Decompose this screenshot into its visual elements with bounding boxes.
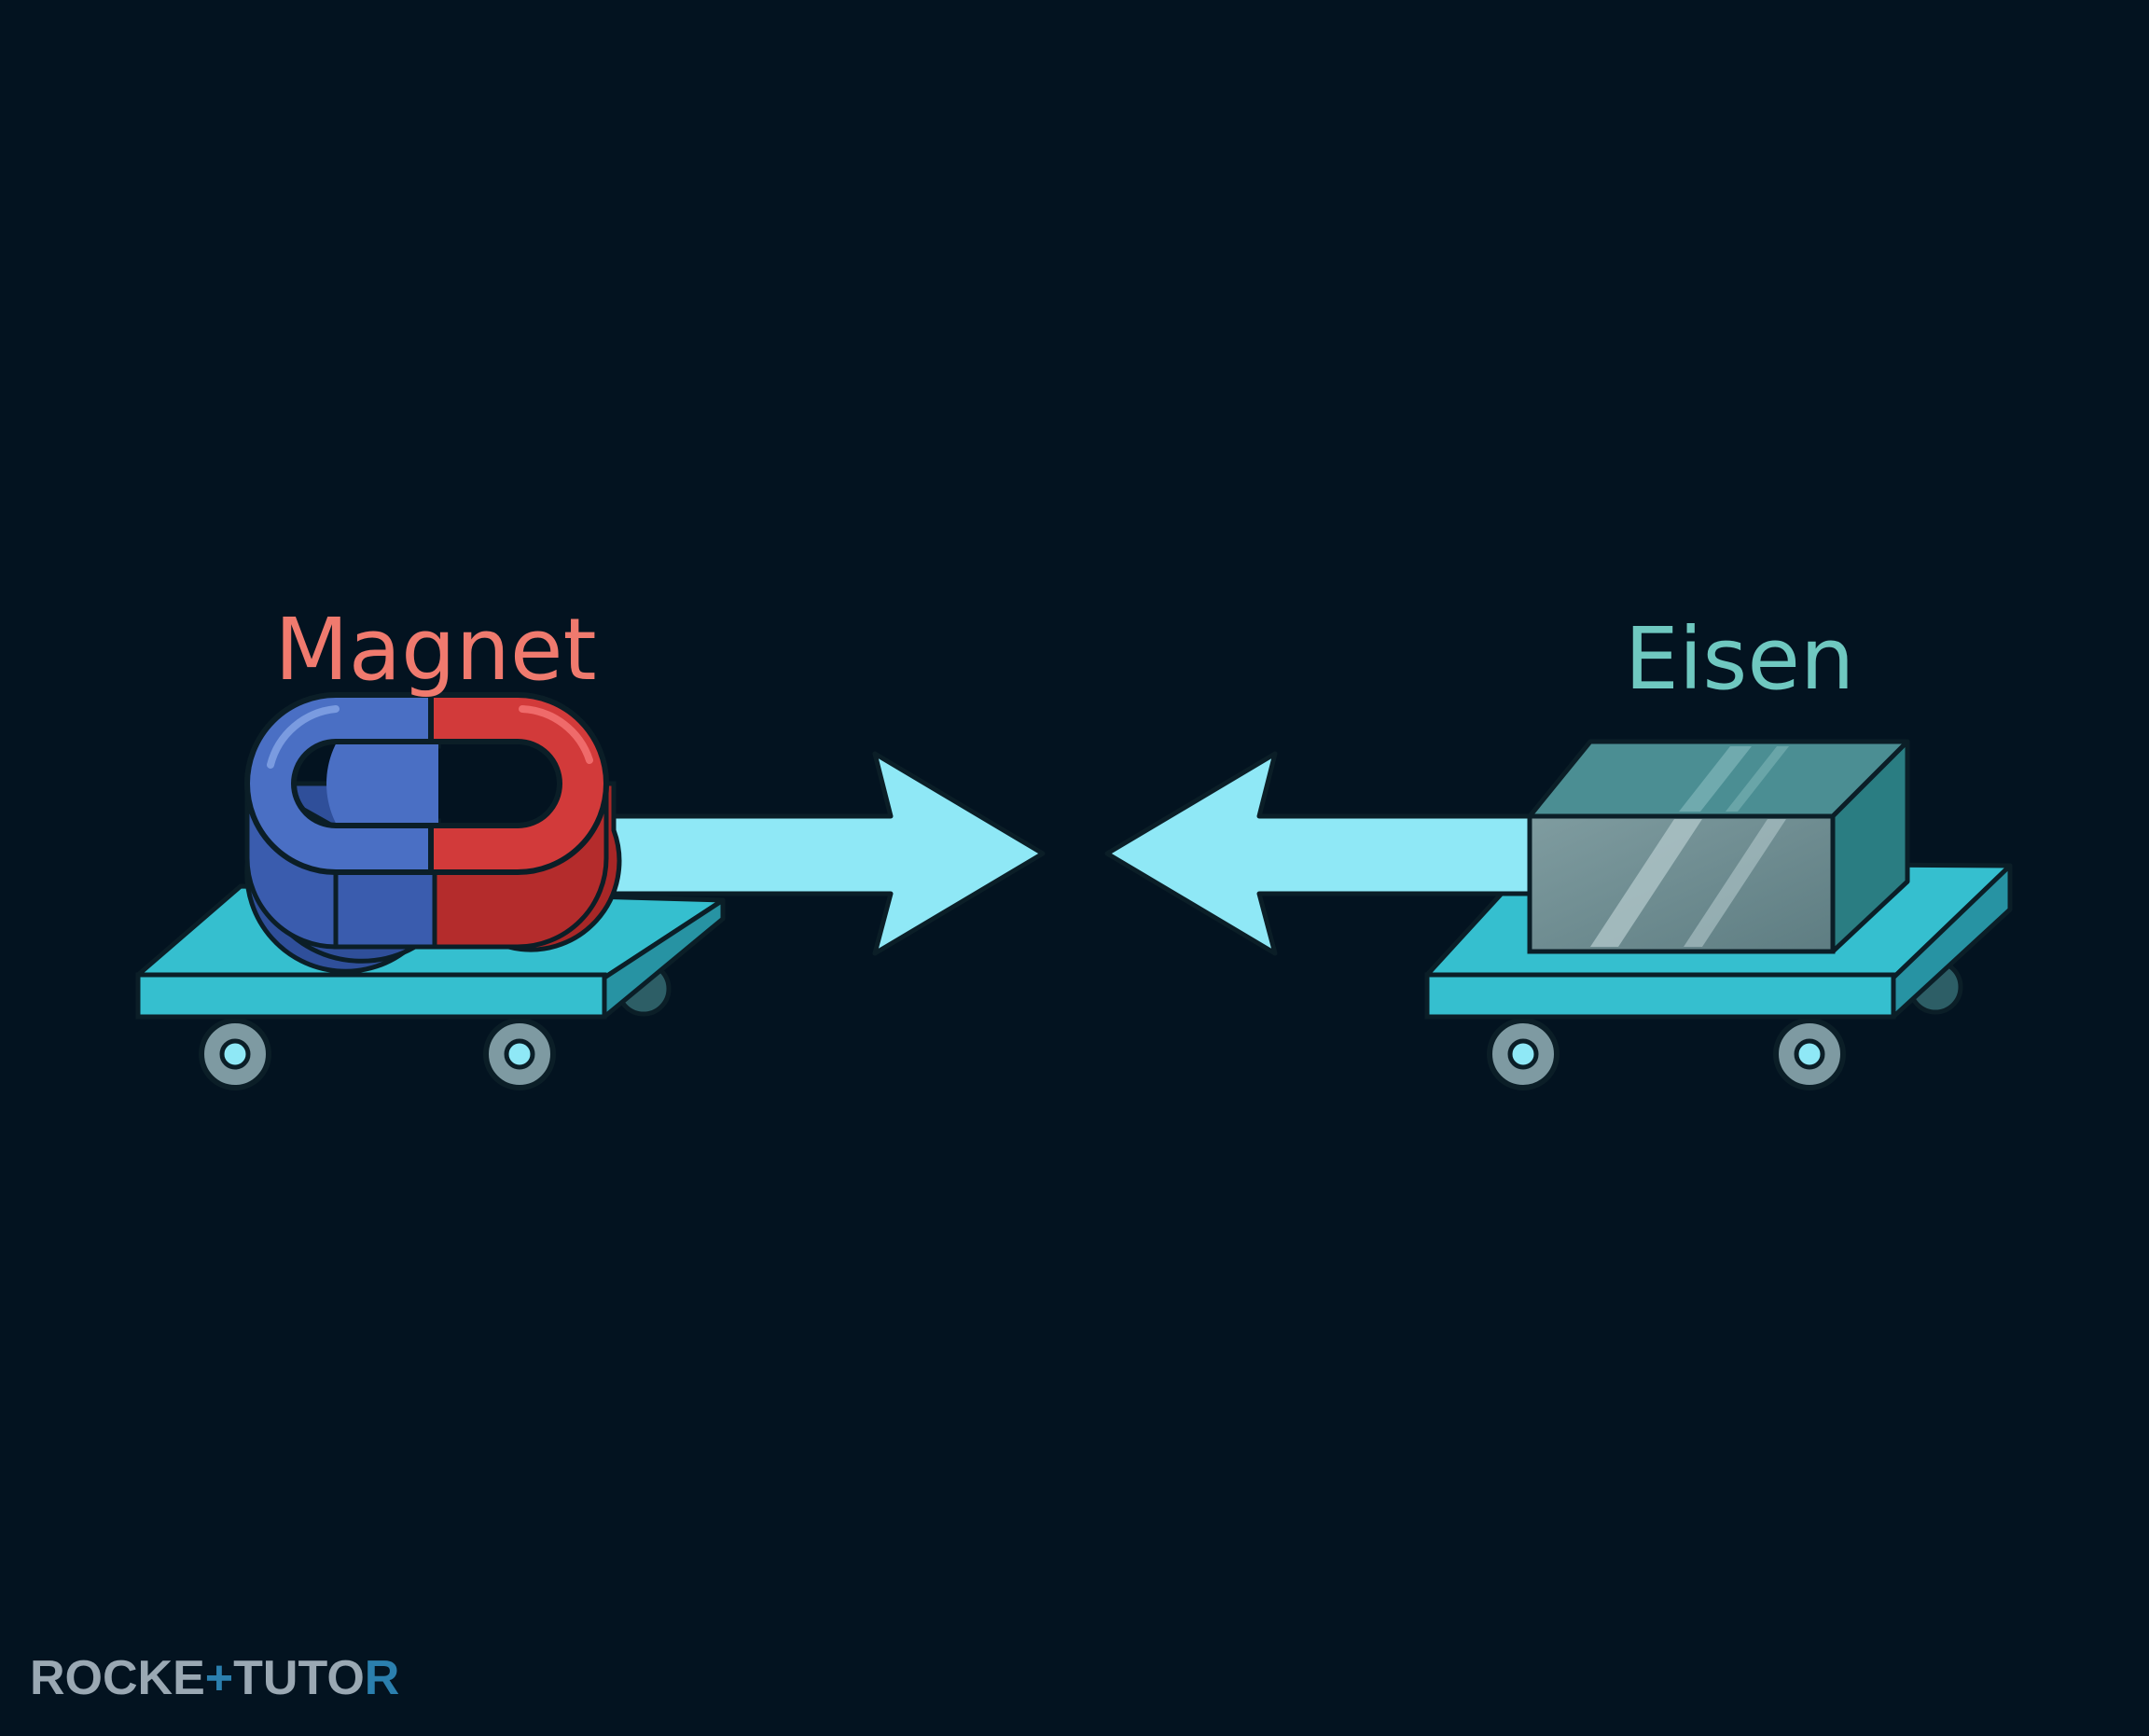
magnet-label: Magnet [274,600,596,700]
right-cart-wheel-1 [1487,1018,1560,1090]
arrow-right [608,751,1046,956]
horseshoe-magnet-icon [244,692,622,974]
iron-block-icon [1527,739,1910,954]
left-cart-wheel-1 [199,1018,271,1090]
brand-logo-plus-icon: + [205,1651,233,1705]
svg-text:ROCKE+TUTOR: ROCKE+TUTOR [30,1651,399,1705]
brand-logo-part1: ROCKE [30,1651,205,1705]
right-cart-wheel-2 [1773,1018,1846,1090]
brand-logo: ROCKE+TUTOR [30,1651,399,1705]
iron-label: Eisen [1625,609,1855,709]
brand-logo-part3: R [365,1651,400,1705]
arrow-left [1104,751,1532,956]
left-cart-wheel-2 [483,1018,556,1090]
brand-logo-part2: TUTO [233,1651,365,1705]
